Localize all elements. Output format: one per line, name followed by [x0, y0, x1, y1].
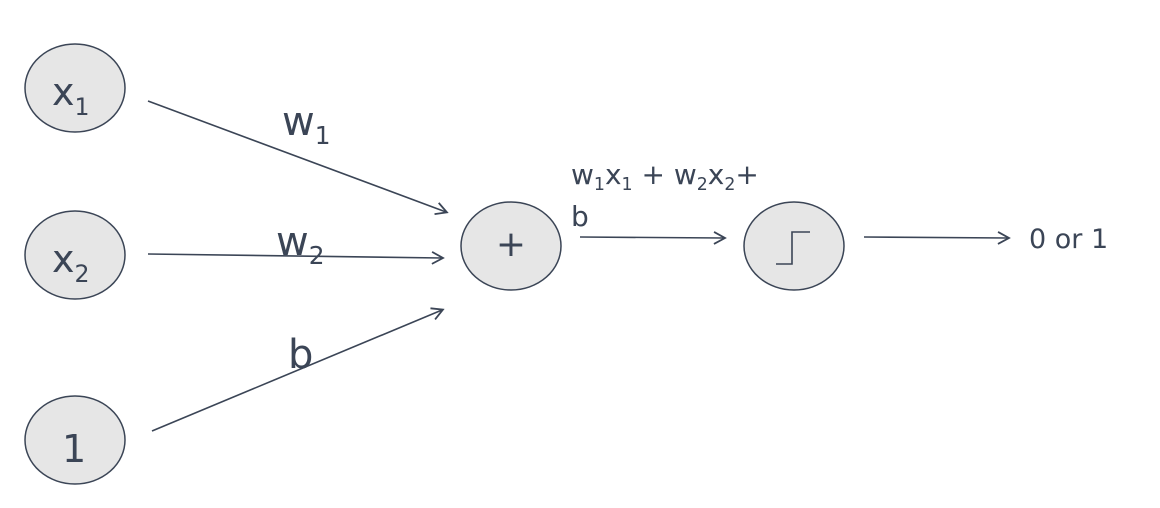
input-node-x2-label: x2 [52, 237, 89, 288]
activation-node-circle [743, 201, 845, 291]
input-node-x1-circle [24, 43, 126, 133]
input-node-bias: 1 [24, 395, 126, 485]
output-label: 0 or 1 [1029, 224, 1108, 255]
edge-x1-to-sum [147, 100, 449, 216]
input-node-x2-circle [24, 210, 126, 300]
activation-node [743, 201, 845, 291]
input-node-x1-label: x1 [52, 70, 89, 121]
weight-label-w2: w2 [276, 219, 325, 270]
input-node-bias-label: 1 [62, 427, 86, 471]
edge-sum-to-activation [579, 231, 727, 245]
sum-expression-line2: b [571, 200, 589, 233]
edge-bias-to-sum [151, 307, 445, 432]
sum-node-circle [460, 201, 562, 291]
weight-label-w1: w1 [282, 99, 331, 150]
sum-expression-line1: w1x1 + w2x2+ [571, 158, 759, 195]
sum-node: + [460, 201, 562, 291]
step-function-icon [776, 231, 810, 265]
input-node-x1: x1 [24, 43, 126, 133]
edge-x2-to-sum [147, 251, 445, 265]
sum-node-symbol: + [496, 224, 526, 265]
input-node-x2: x2 [24, 210, 126, 300]
weight-label-b: b [288, 332, 313, 378]
edge-activation-to-output [863, 231, 1011, 245]
input-node-bias-circle [24, 395, 126, 485]
